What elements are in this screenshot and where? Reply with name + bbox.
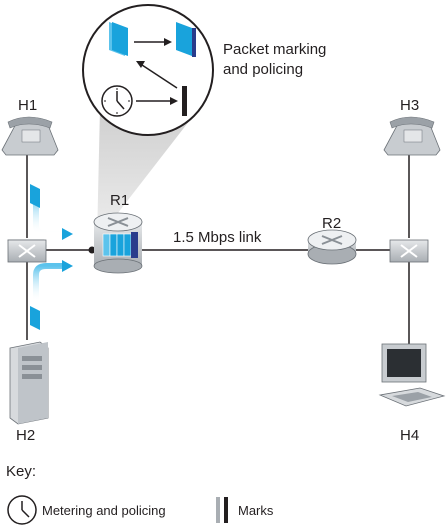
router-r1-icon xyxy=(93,212,143,274)
monitor-icon xyxy=(378,343,446,407)
marked-packet-icon xyxy=(176,22,196,57)
label-h1: H1 xyxy=(18,97,37,114)
key-clock-icon xyxy=(7,495,37,525)
switch-left-icon xyxy=(7,239,47,263)
marking-point-dot xyxy=(88,246,96,254)
callout-label-line2: and policing xyxy=(223,61,303,78)
key-marks-label: Marks xyxy=(238,503,274,518)
network-links xyxy=(26,155,410,345)
switch-right-icon xyxy=(389,239,429,263)
label-r1: R1 xyxy=(110,192,129,209)
server-tower-icon xyxy=(9,341,49,425)
callout-cone xyxy=(97,108,190,240)
key-metering-label: Metering and policing xyxy=(42,503,166,518)
marker-bar-icon xyxy=(182,86,187,116)
phone-icon-h1 xyxy=(1,116,59,156)
label-h4: H4 xyxy=(400,427,419,444)
key-title: Key: xyxy=(6,463,36,480)
queue-packets xyxy=(102,232,138,258)
router-r2-icon xyxy=(307,229,357,265)
callout-bubble xyxy=(82,4,214,136)
label-r2: R2 xyxy=(322,215,341,232)
h2-flow-arrow xyxy=(30,260,73,330)
clock-meter-icon xyxy=(101,85,133,117)
unmarked-packet-icon xyxy=(109,22,128,56)
label-h3: H3 xyxy=(400,97,419,114)
link-label: 1.5 Mbps link xyxy=(173,229,262,246)
callout-label-line1: Packet marking xyxy=(223,41,326,58)
key-marks-icon xyxy=(216,497,228,523)
phone-icon-h3 xyxy=(383,116,441,156)
label-h2: H2 xyxy=(16,427,35,444)
h1-flow-arrow xyxy=(30,184,73,240)
